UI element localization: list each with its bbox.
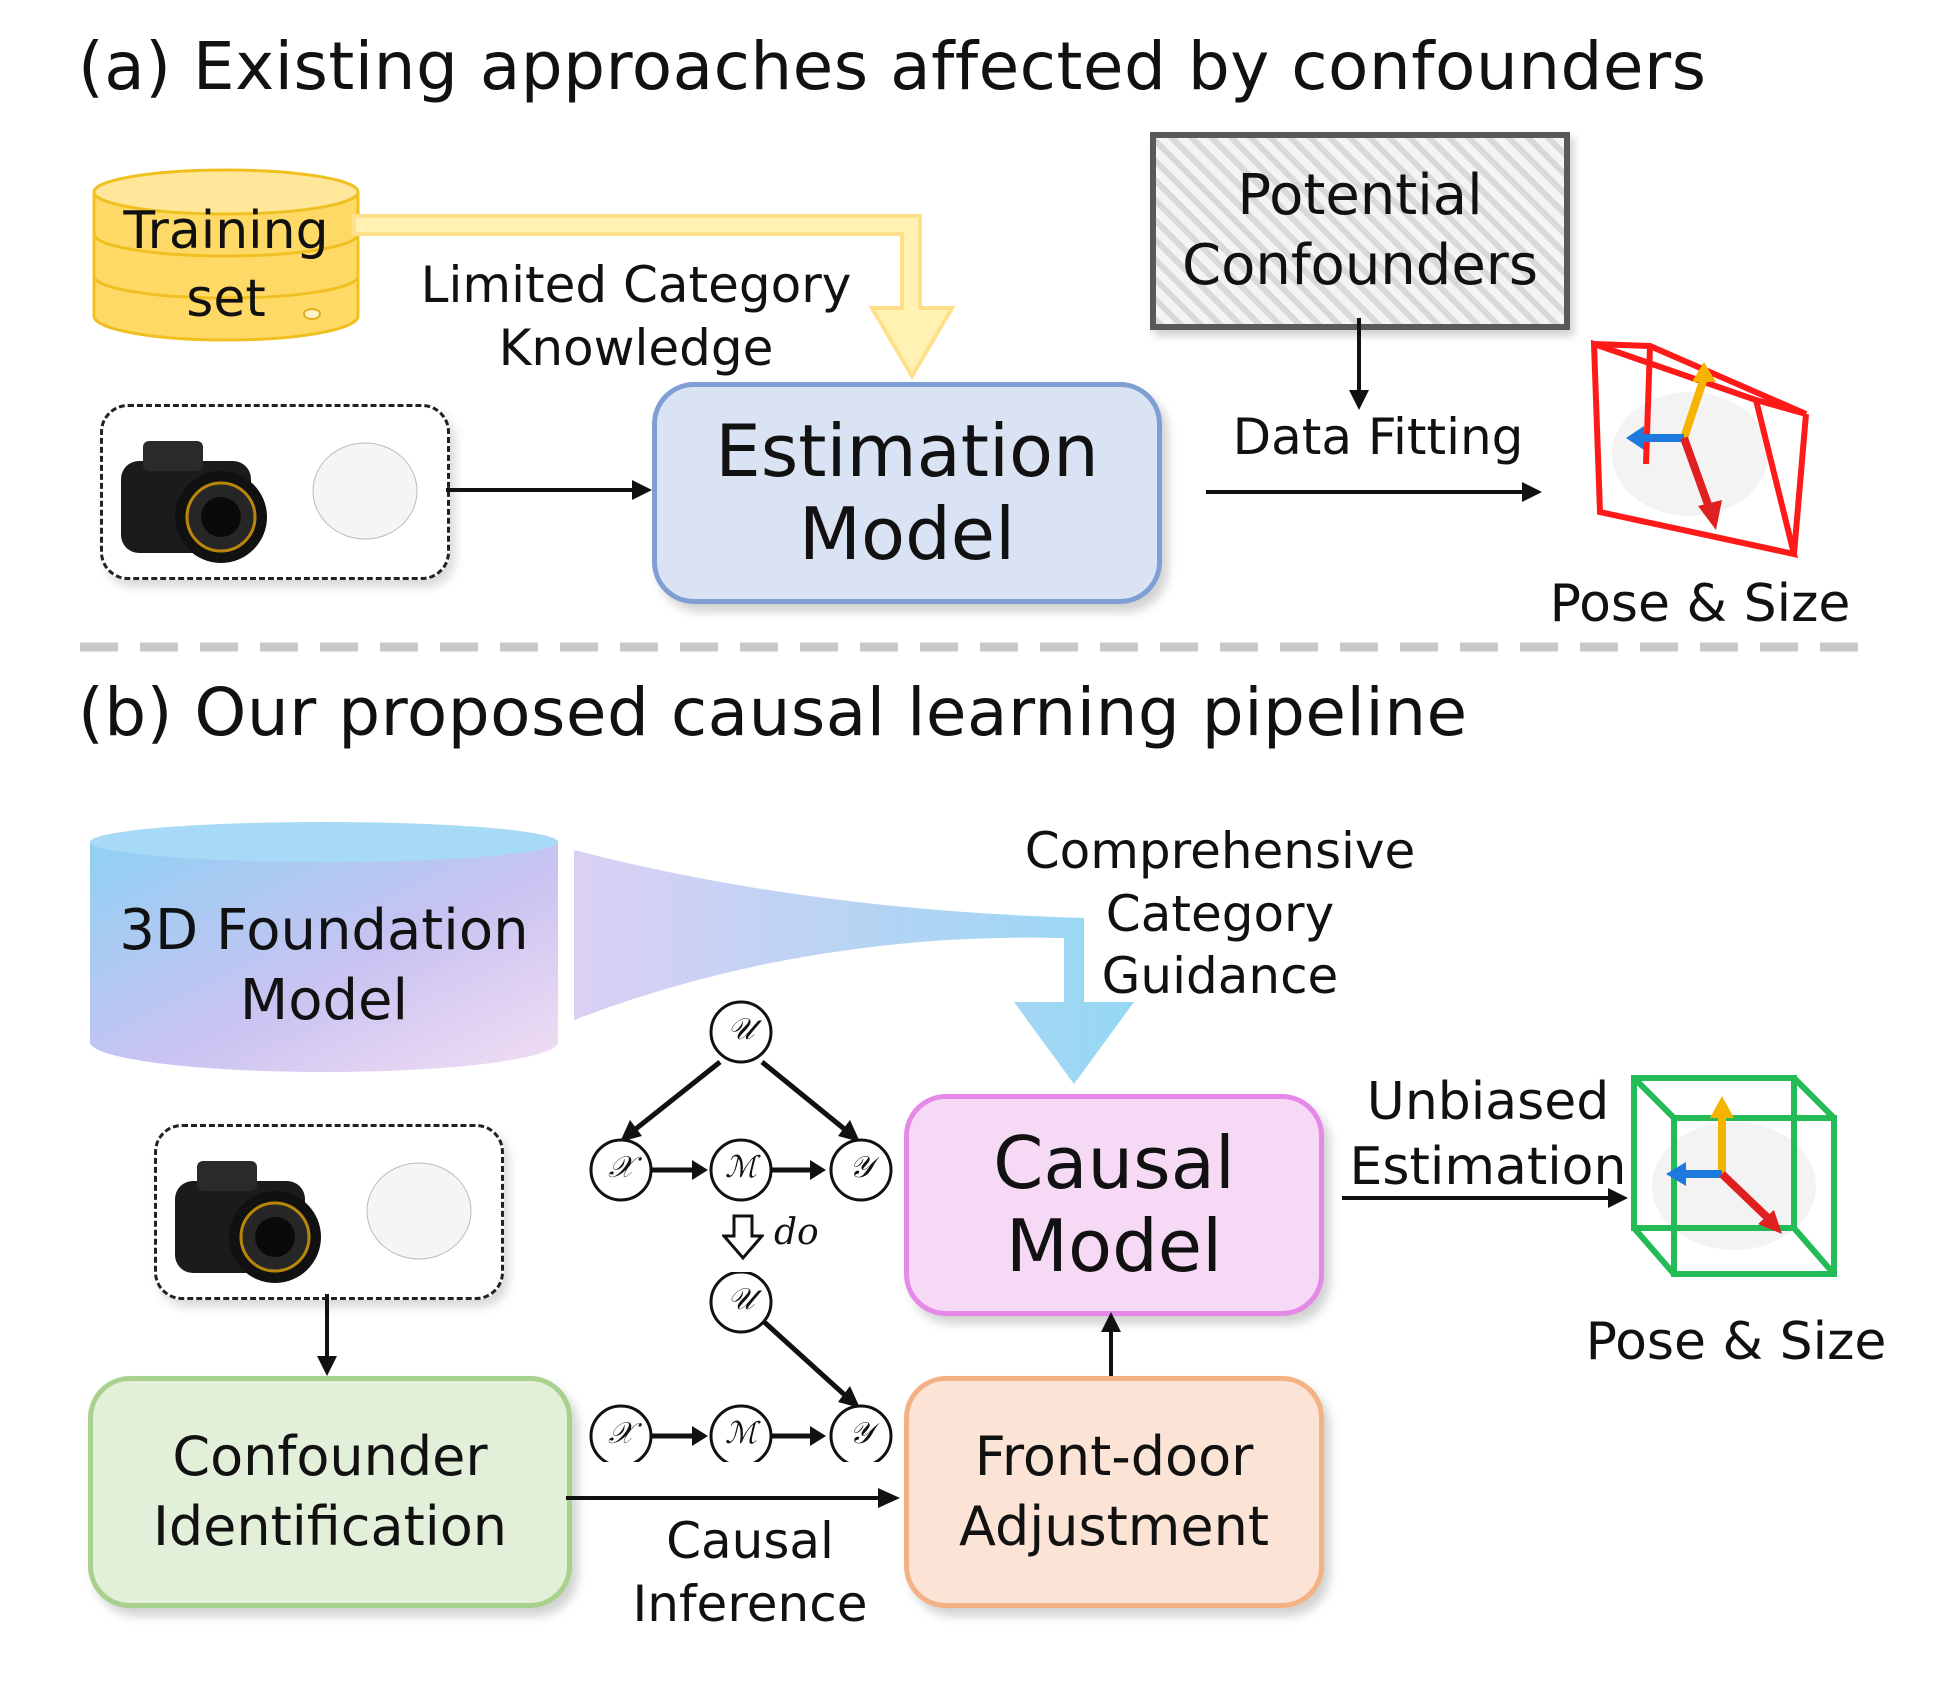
training-set-label: Training set — [123, 201, 329, 329]
graph-node-m-intervened: ℳ — [724, 1416, 758, 1451]
comprehensive-guidance-label: Comprehensive Category Guidance — [1024, 822, 1416, 1005]
camera-icon — [121, 441, 418, 563]
do-label: do — [774, 1212, 819, 1253]
foundation-model-label: 3D Foundation Model — [119, 898, 529, 1033]
confounder-identification-box: Confounder Identification — [88, 1376, 572, 1608]
estimation-model-label: Estimation Model — [715, 409, 1099, 576]
data-fitting-label: Data Fitting — [1232, 408, 1524, 466]
camera-icon — [175, 1161, 472, 1283]
causal-graph-original — [589, 1000, 893, 1202]
knowledge-arrow — [352, 214, 956, 380]
unbiased-estimation-label: Unbiased Estimation — [1349, 1072, 1627, 1197]
pose-bbox-red-icon — [1590, 339, 1809, 558]
graph-node-u: 𝒰 — [727, 1012, 755, 1047]
do-operator-arrow-icon — [722, 1214, 764, 1261]
graph-node-m: ℳ — [724, 1150, 758, 1185]
confounder-identification-label: Confounder Identification — [152, 1424, 508, 1558]
frontdoor-to-causal-arrow — [1101, 1312, 1121, 1376]
causal-to-pose-arrow — [1342, 1188, 1628, 1208]
graph-node-u-intervened: 𝒰 — [727, 1282, 755, 1317]
graph-node-y-intervened: 𝒴 — [849, 1416, 873, 1451]
limited-knowledge-label: Limited Category Knowledge — [420, 256, 852, 377]
confounders-arrow — [1349, 318, 1369, 410]
potential-confounders-label: Potential Confounders — [1181, 163, 1538, 298]
input-image-pointcloud-b — [154, 1124, 504, 1300]
causal-model-box: Causal Model — [904, 1094, 1324, 1316]
training-set-database-icon — [92, 168, 360, 342]
causal-model-label: Causal Model — [993, 1121, 1235, 1288]
causal-graph-intervened — [589, 1272, 893, 1462]
confounder-to-frontdoor-arrow — [566, 1488, 900, 1508]
input-to-confounder-arrow — [317, 1294, 337, 1376]
front-door-adjustment-label: Front-door Adjustment — [958, 1424, 1270, 1558]
panel-a-title: (a) Existing approaches affected by conf… — [78, 28, 1707, 105]
pose-size-label-a: Pose & Size — [1549, 574, 1851, 634]
panel-b-title: (b) Our proposed causal learning pipelin… — [78, 674, 1468, 751]
estimation-to-pose-arrow — [1206, 482, 1542, 502]
point-cloud-icon — [366, 1162, 472, 1260]
pose-size-label-b: Pose & Size — [1585, 1312, 1887, 1372]
foundation-guidance-graphic — [90, 822, 1134, 1084]
graph-node-x-intervened: 𝒳 — [608, 1416, 634, 1451]
causal-inference-label: Causal Inference — [632, 1512, 868, 1633]
estimation-model-box: Estimation Model — [652, 382, 1162, 604]
pose-bbox-green-icon — [1631, 1075, 1837, 1277]
graph-node-y: 𝒴 — [849, 1150, 873, 1185]
front-door-adjustment-box: Front-door Adjustment — [904, 1376, 1324, 1608]
point-cloud-icon — [312, 442, 418, 540]
graph-node-x: 𝒳 — [608, 1150, 634, 1185]
input-image-pointcloud-a — [100, 404, 450, 580]
potential-confounders-box: Potential Confounders — [1150, 132, 1570, 330]
input-to-estimation-arrow — [446, 480, 652, 500]
panel-divider — [80, 642, 1860, 652]
